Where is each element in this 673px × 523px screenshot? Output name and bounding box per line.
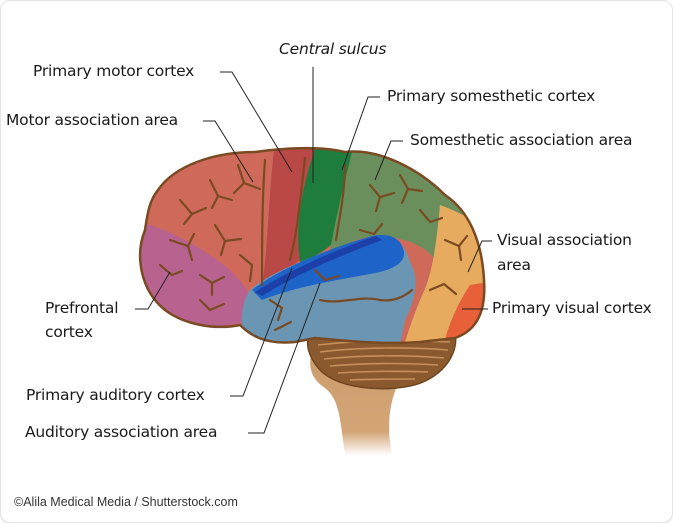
region-primary-motor xyxy=(262,148,320,285)
leader-primary-auditory xyxy=(230,267,293,397)
label-primary-auditory-cortex: Primary auditory cortex xyxy=(26,386,205,404)
label-auditory-association-area: Auditory association area xyxy=(25,423,218,441)
leader-motor-association xyxy=(203,120,254,183)
brain-outline xyxy=(138,147,486,345)
image-credit: ©Alila Medical Media / Shutterstock.com xyxy=(14,495,238,509)
leader-primary-somesthetic xyxy=(341,96,380,171)
label-primary-motor-cortex: Primary motor cortex xyxy=(33,62,195,80)
label-visual-association-line2: area xyxy=(497,256,531,274)
label-prefrontal-line2: cortex xyxy=(45,323,93,341)
label-somesthetic-association-area: Somesthetic association area xyxy=(410,131,633,149)
leader-auditory-association xyxy=(248,282,321,434)
region-primary-auditory xyxy=(252,234,405,300)
leader-visual-association xyxy=(467,240,492,273)
label-primary-visual-cortex: Primary visual cortex xyxy=(492,299,652,317)
leader-primary-motor xyxy=(220,71,293,173)
label-visual-association-line1: Visual association xyxy=(497,231,632,249)
gyri-lines xyxy=(158,156,469,332)
label-motor-association-area: Motor association area xyxy=(6,111,178,129)
label-primary-somesthetic-cortex: Primary somesthetic cortex xyxy=(387,87,596,105)
leader-somesthetic-association xyxy=(374,140,403,181)
leader-prefrontal xyxy=(135,271,171,310)
label-central-sulcus: Central sulcus xyxy=(279,40,387,58)
label-prefrontal-line1: Prefrontal xyxy=(45,299,119,317)
region-primary-visual xyxy=(445,280,485,343)
cerebellum xyxy=(306,329,457,390)
leader-lines xyxy=(135,67,492,434)
